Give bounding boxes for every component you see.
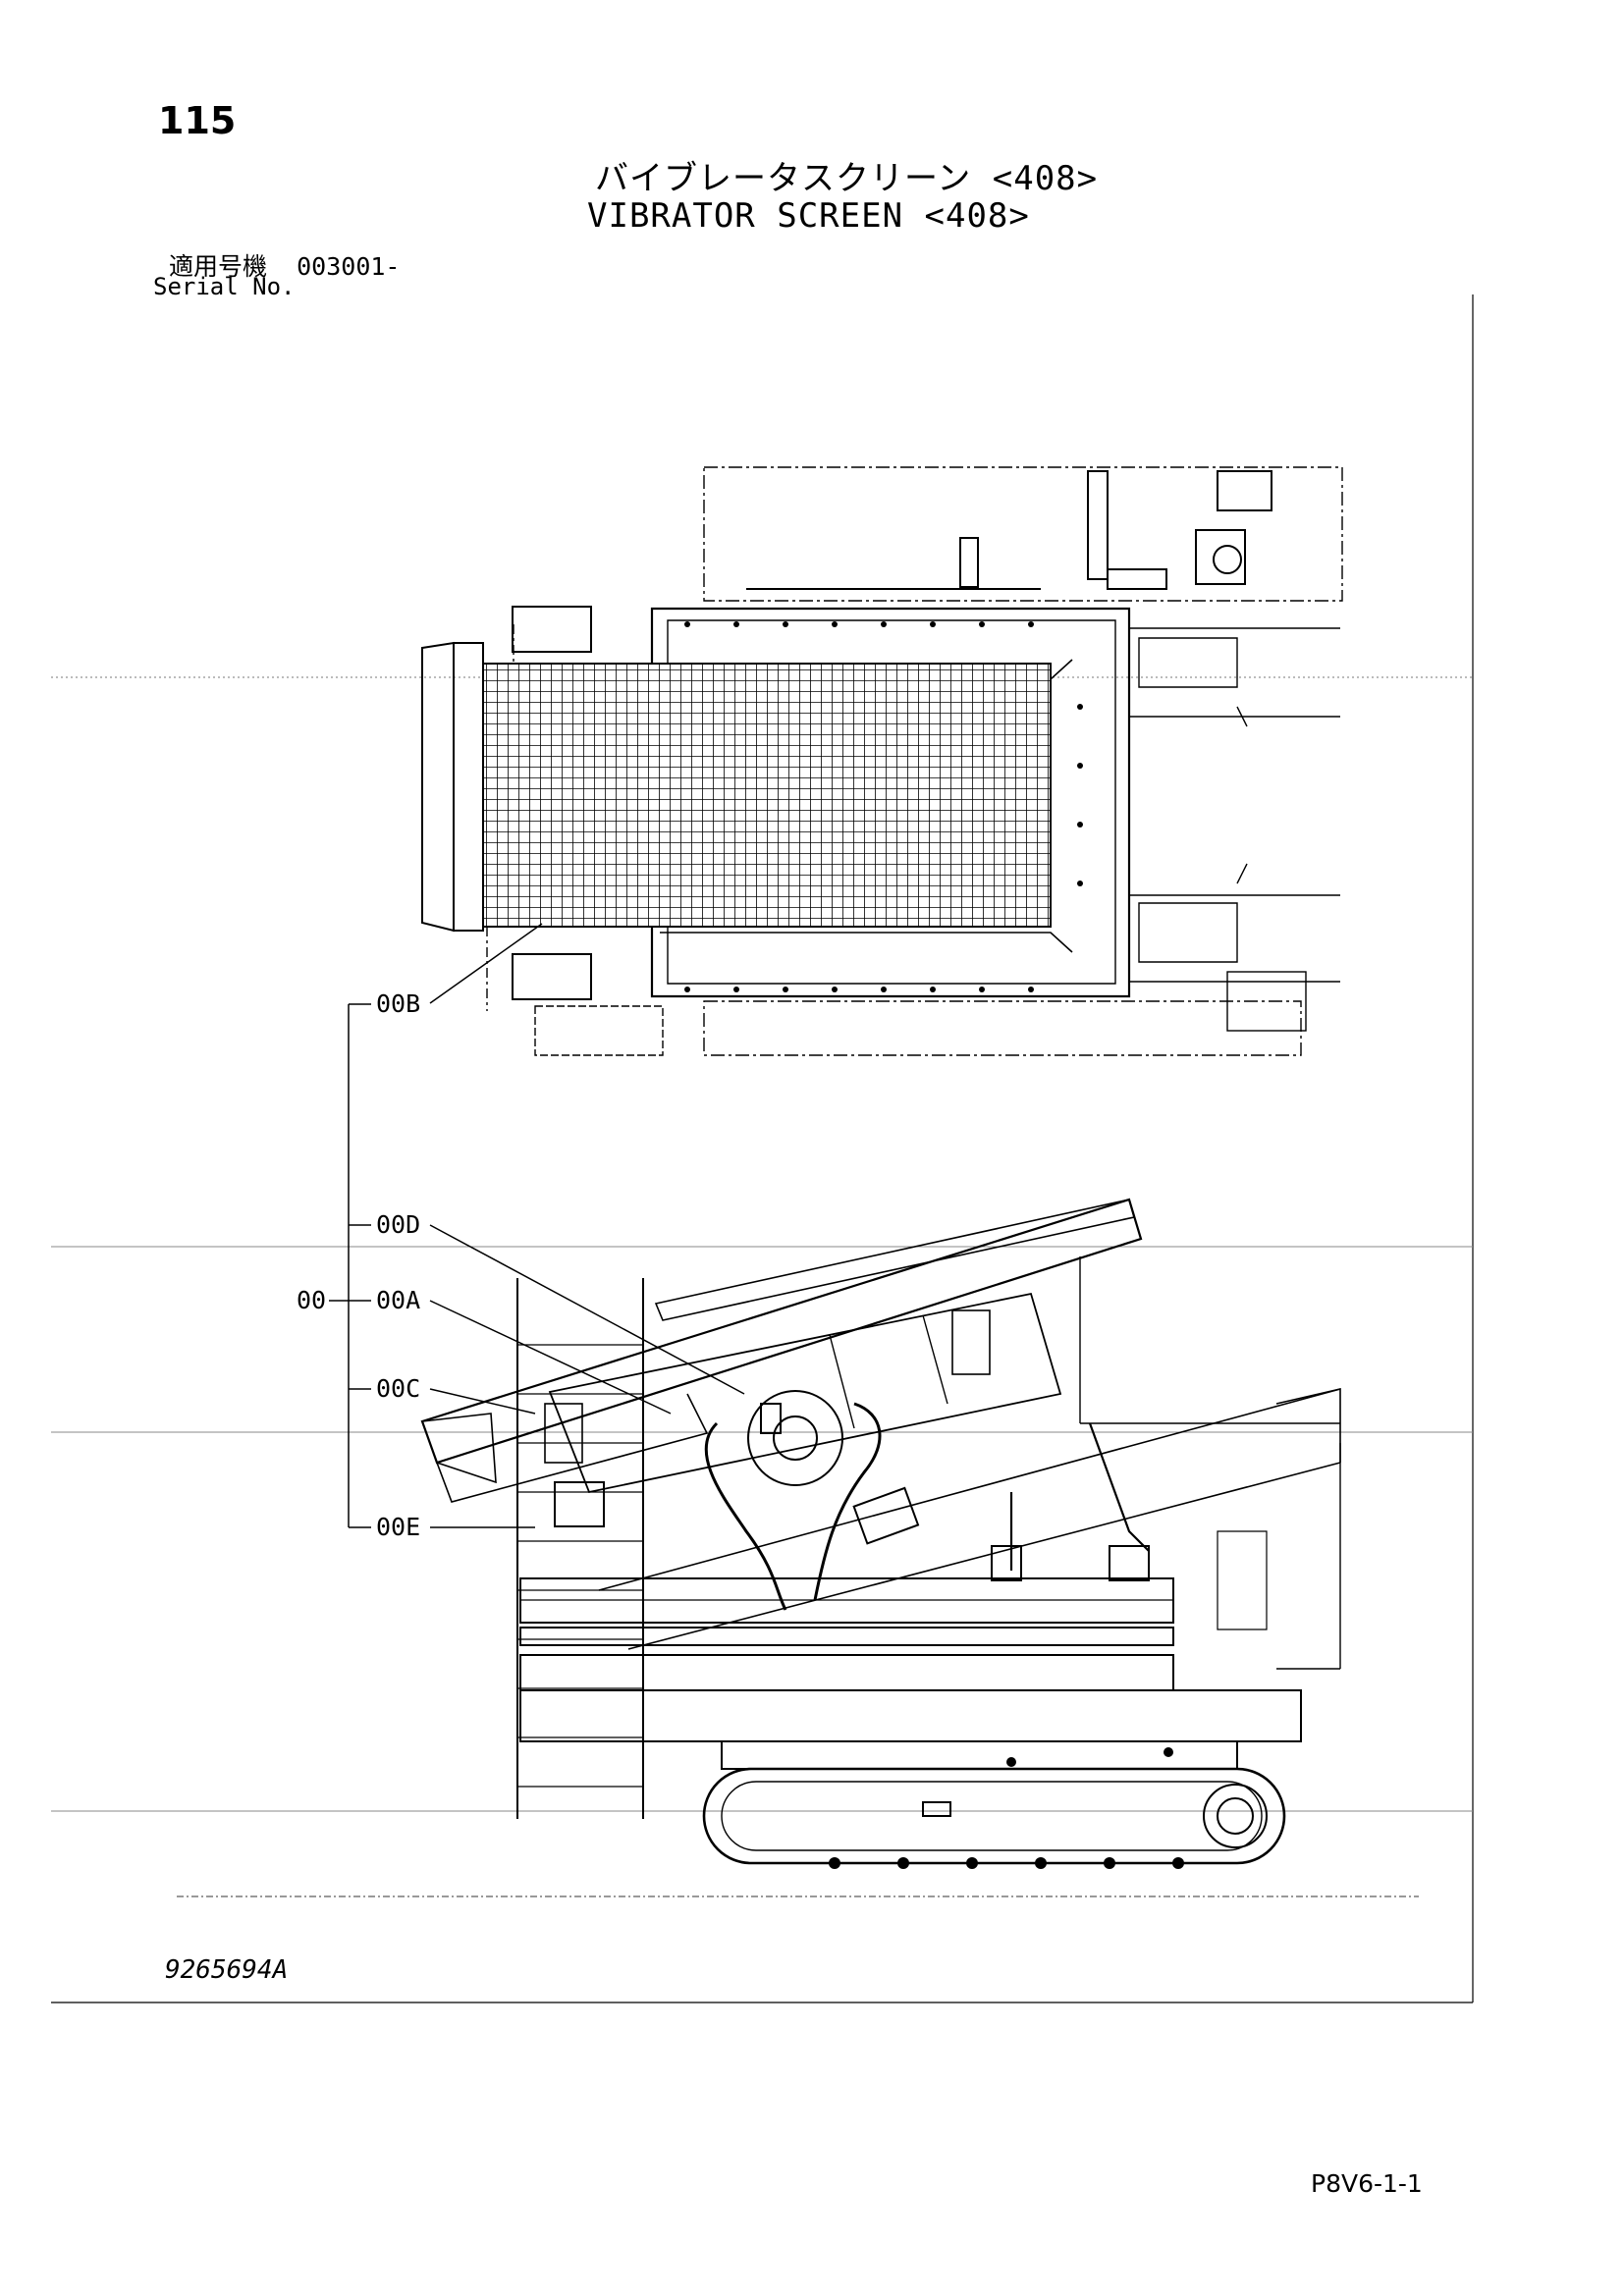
track-rollers: [829, 1747, 1184, 1869]
callout-00A: 00A: [376, 1286, 421, 1314]
side-view: [420, 1198, 1341, 1865]
serial-label-japanese: 適用号機 003001-: [169, 247, 400, 283]
title-english: VIBRATOR SCREEN <408>: [587, 196, 1030, 236]
callout-00: 00: [297, 1286, 327, 1314]
serial-label-jp-text: 適用号機: [169, 252, 268, 281]
serial-label-english: Serial No.: [153, 273, 296, 300]
page-code: P8V6-1-1: [1311, 2169, 1423, 2198]
screen-mesh: [482, 663, 1052, 928]
callout-00D: 00D: [376, 1210, 421, 1239]
page-number: 115: [158, 99, 237, 142]
drawing-id: 9265694A: [165, 1955, 289, 1985]
title-japanese: バイブレータスクリーン <408>: [595, 159, 1099, 198]
callout-00E: 00E: [376, 1513, 421, 1541]
callout-00C: 00C: [376, 1374, 421, 1403]
serial-value: 003001-: [297, 252, 401, 281]
callout-00B: 00B: [376, 989, 421, 1018]
callout-leaders: [329, 923, 745, 1528]
top-view-bolts: [684, 621, 1083, 992]
